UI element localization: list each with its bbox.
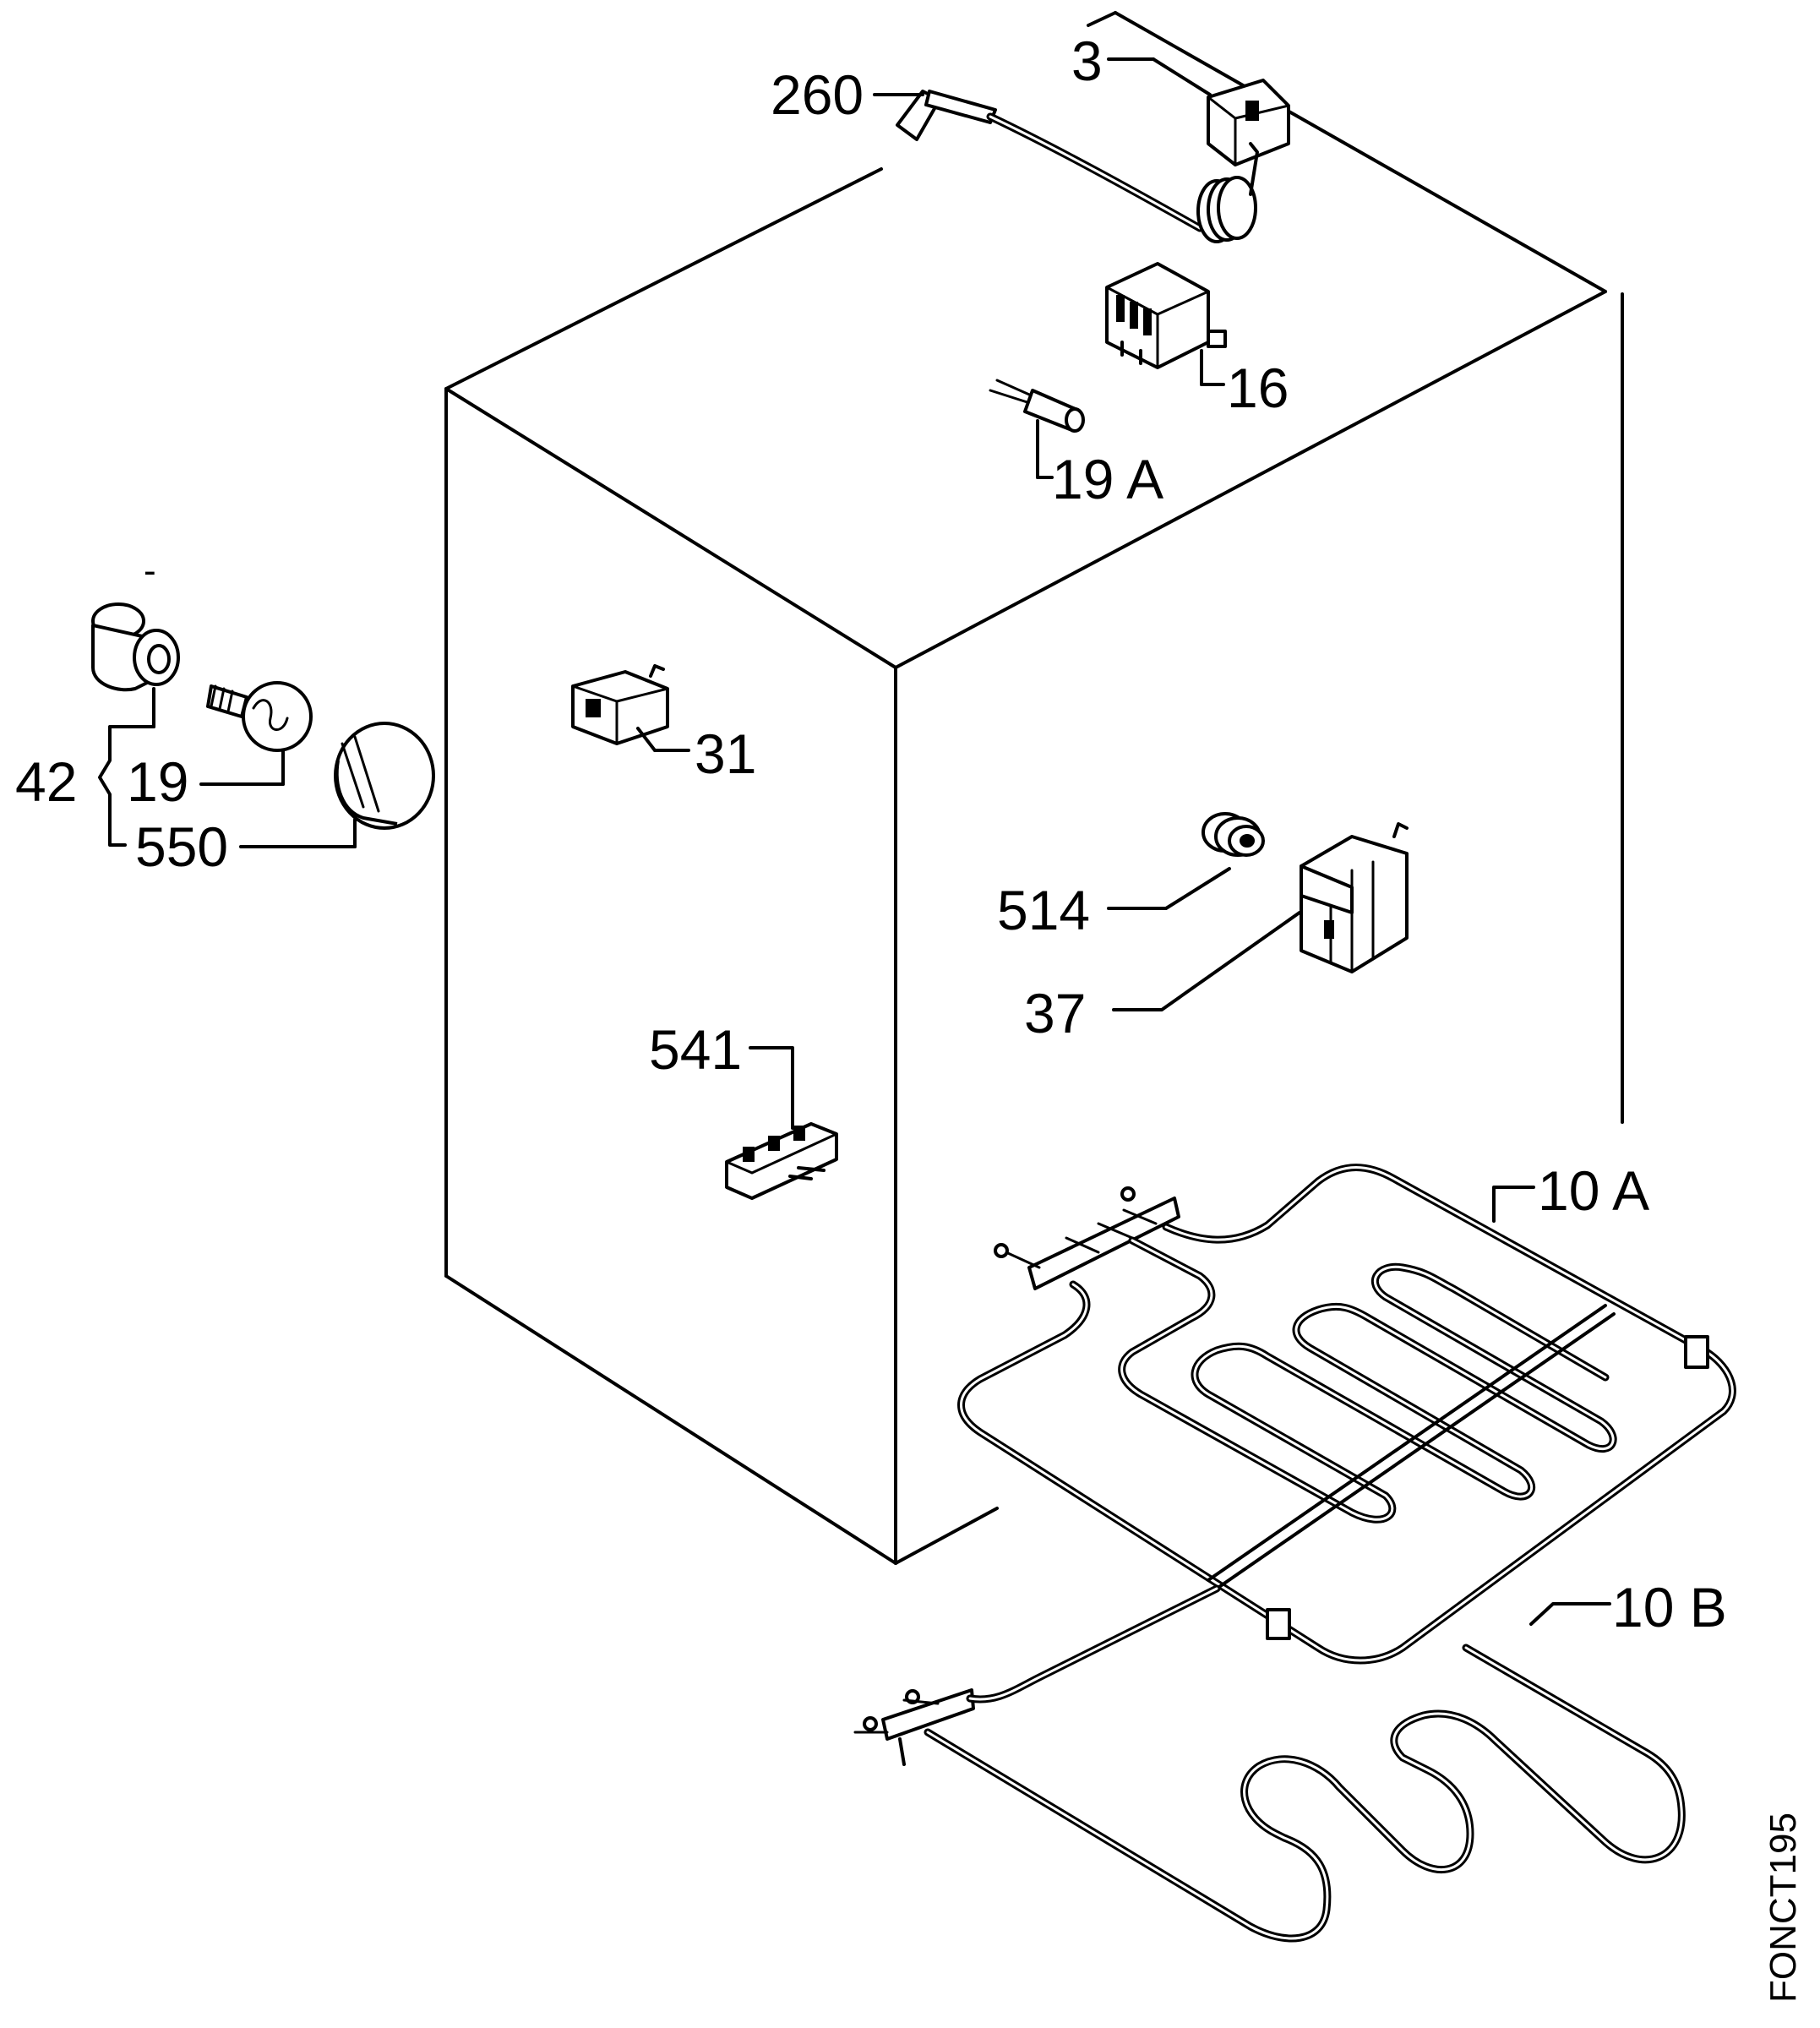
brace-42 — [98, 725, 127, 847]
leader-541 — [749, 1046, 794, 1130]
label-10a: 10 A — [1538, 1159, 1649, 1222]
leader-37 — [1112, 911, 1301, 1011]
part-3-thermostat — [1196, 79, 1290, 243]
label-10b: 10 B — [1612, 1576, 1727, 1638]
label-514: 514 — [997, 879, 1090, 941]
part-42-lamp-holder: - — [91, 550, 180, 692]
label-3: 3 — [1071, 30, 1103, 92]
leader-3b — [1152, 57, 1212, 96]
label-37: 37 — [1024, 982, 1086, 1044]
part-10b-bottom-element — [853, 1584, 1686, 1943]
label-31: 31 — [695, 722, 756, 785]
part-31-door-switch — [571, 664, 669, 745]
label-19: 19 — [127, 750, 188, 813]
part-19-lamp-bulb — [206, 681, 313, 752]
label-260: 260 — [771, 63, 864, 126]
part-541-connector — [725, 1122, 838, 1200]
label-16: 16 — [1227, 357, 1289, 419]
part-37-terminal-block — [1300, 822, 1409, 973]
oven-cavity-box — [444, 11, 1624, 1565]
part-514-grommet — [1202, 812, 1265, 857]
label-550: 550 — [135, 815, 228, 878]
label-19a: 19 A — [1052, 448, 1163, 510]
part-260-thermostat-probe — [896, 90, 1204, 232]
dot-mark: - — [144, 550, 156, 592]
label-541: 541 — [649, 1018, 742, 1081]
leader-10b — [1529, 1602, 1611, 1626]
leader-514 — [1107, 867, 1231, 910]
part-550-lamp-cover — [334, 722, 435, 830]
label-42: 42 — [15, 750, 77, 813]
part-10a-grill-element — [957, 1164, 1736, 1665]
leader-10a — [1492, 1186, 1535, 1223]
part-19a-sensor — [989, 379, 1085, 433]
drawing-code: FONCT195 — [1763, 1813, 1804, 2003]
part-16-selector-switch — [1105, 262, 1227, 369]
leader-31 — [636, 727, 657, 752]
